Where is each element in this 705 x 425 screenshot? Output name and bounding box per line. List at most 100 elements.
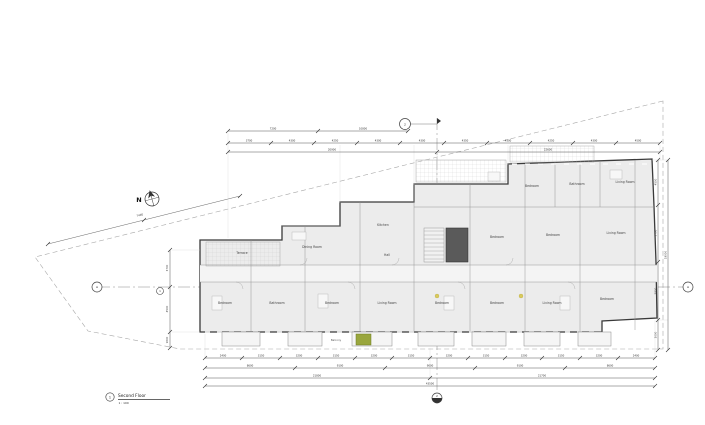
dimension-text: 20900 [328,148,337,152]
room-label: Dining Room [302,245,322,249]
room-label: Bedroom [490,301,504,305]
terrace-hatch-left [205,241,281,267]
site-boundary: 7400 [34,100,664,350]
room-labels: Bedroom Bathroom Bedroom Living Room Bed… [218,180,635,342]
dimension-text: 4300 [419,138,426,142]
dimension-text: 4500 [635,138,642,142]
dimension-ticks [202,383,658,389]
dimension-text: 9100 [337,364,344,368]
axis-marker-right [682,281,694,293]
room-label: Bedroom [546,233,560,237]
table [291,231,307,241]
room-label: Bathroom [569,182,584,186]
dimension-ticks [665,157,671,353]
dimension-text: 5700 [654,229,658,236]
room-label: Terrace [235,251,247,255]
balconies [221,331,612,347]
room-label: Bedroom [600,297,614,301]
room-label: Bedroom [525,184,539,188]
table [609,169,623,180]
stair [423,227,445,263]
dimension-text: 19000 [664,251,668,260]
dimension-text: 4300 [505,138,512,142]
balcony [417,331,455,347]
dimension-text: 21800 [313,374,322,378]
door-swings [235,257,576,290]
site-boundary-line [34,100,664,350]
reference-markers: A A 1 2 2 [91,118,694,404]
bed [487,171,501,182]
dimension-text: 7400 [136,212,144,218]
dimensions-top: 7200 10800 3700 4300 4250 4300 4300 4350… [225,127,663,238]
dimension-ticks [202,365,658,371]
room-label: Living Room [607,231,626,235]
bed [559,295,571,311]
dimension-text: 4350 [462,138,469,142]
room-label: Bedroom [435,301,449,305]
balcony [471,331,507,347]
dimension-text: 4250 [332,138,339,142]
dimension-text: 3150 [408,354,415,358]
dimension-text: 8600 [247,364,254,368]
dimension-text: 4300 [375,138,382,142]
dimension-text: 3150 [483,354,490,358]
dimension-text: 3200 [596,354,603,358]
dimension-text: 7200 [270,127,277,131]
dimension-ticks [225,149,663,155]
dimension-text: 4500 [654,178,658,185]
building-plan: Bedroom Bathroom Bedroom Living Room Bed… [199,145,658,347]
north-crosshair [145,192,159,206]
room-label: Bedroom [325,301,339,305]
section-arrow [437,118,441,124]
terrace-hatch-right [509,145,595,163]
elevator-core [445,227,469,263]
dimension-text: 9100 [517,364,524,368]
datum-marker-label: 2 [404,122,406,126]
dimensions-bottom: 2400 3150 3200 3150 3200 3150 3200 3150 … [202,320,658,389]
balcony [287,331,323,347]
dimension-ticks [225,128,411,134]
room-label: Balcony [331,338,342,342]
extension-lines-left [172,249,200,333]
dimension-text: 3150 [558,354,565,358]
axis-marker-small [156,287,164,295]
dimension-text: 9000 [427,364,434,368]
room-label: Bathroom [269,301,284,305]
axis-marker-label: A [96,285,99,289]
dimension-text: 4300 [289,138,296,142]
dimension-text: 3200 [521,354,528,358]
balcony [577,331,612,347]
interior-walls [200,160,657,332]
dimension-text: 5800 [654,287,658,294]
balcony [221,331,261,347]
dimension-text: 3150 [258,354,265,358]
room-label: Bedroom [490,235,504,239]
section-marker-fill [432,398,442,403]
dimension-text: 3150 [333,354,340,358]
dimension-ticks [167,247,173,351]
axis-marker-label: A [687,285,690,289]
dimension-text: 3200 [371,354,378,358]
site-dimension-ticks [45,193,243,247]
dimension-text: 3200 [296,354,303,358]
dimension-ticks [655,157,661,353]
highlighted-element[interactable] [355,333,372,346]
view-number: 1 [109,395,111,399]
dimension-text: 4250 [548,138,555,142]
dimension-text: 2400 [633,354,640,358]
dimension-text: 3200 [446,354,453,358]
room-label: Living Room [378,301,397,305]
view-number-bubble [105,392,115,402]
bed [317,293,329,309]
axis-marker-left [91,281,103,293]
north-label: N [136,196,141,204]
dimension-text: 3700 [165,264,169,271]
corridor [200,265,657,282]
stair-treads [424,230,444,260]
view-title: Second Floor [118,393,146,399]
view-scale: 1 : 100 [119,401,129,405]
room-label: Hall [384,253,390,257]
room-label: Living Room [543,301,562,305]
